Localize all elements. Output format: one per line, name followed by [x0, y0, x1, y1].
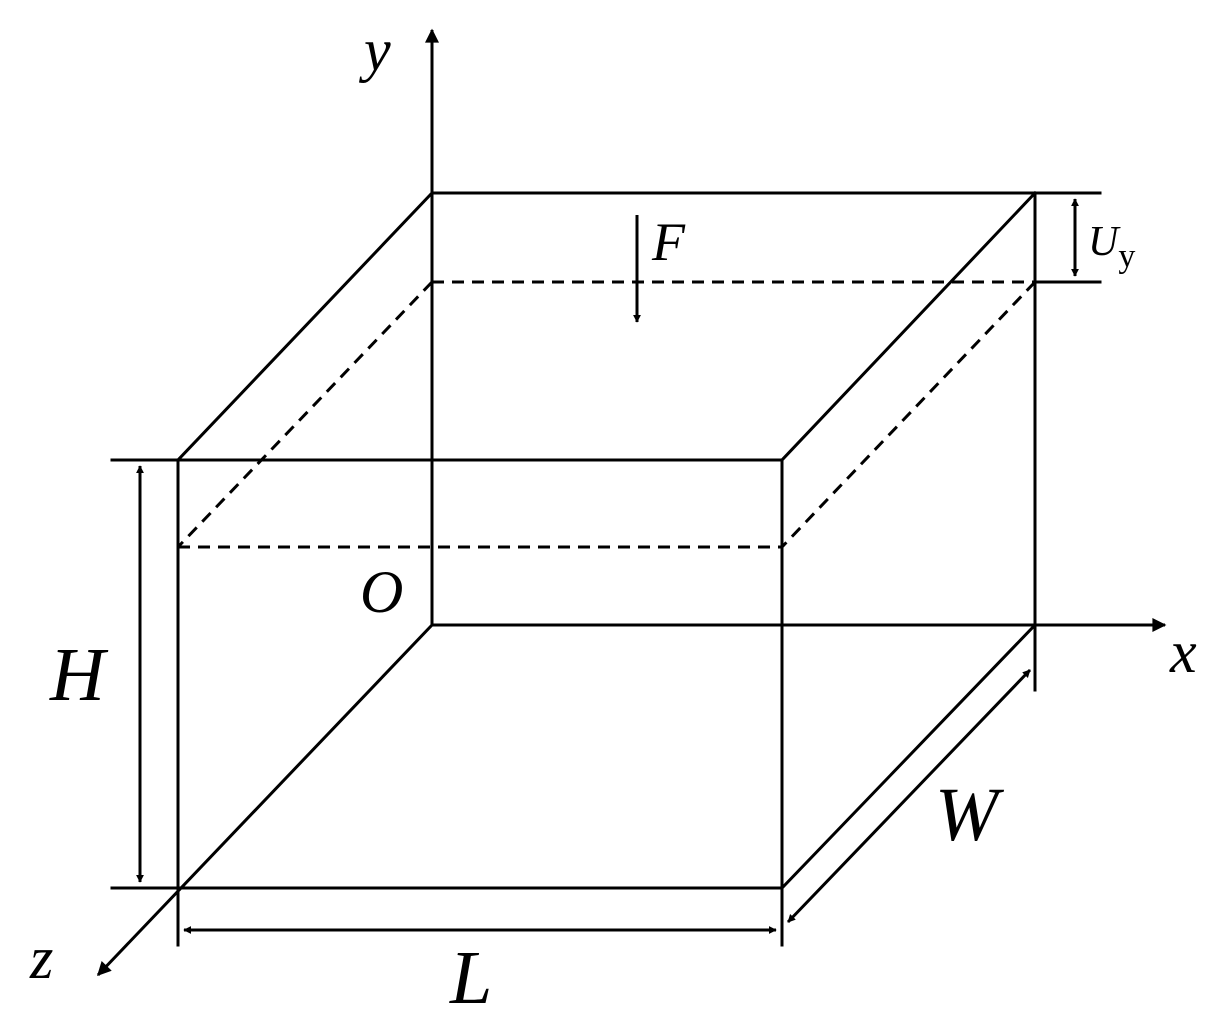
width-label: W: [935, 773, 1005, 857]
deformed-right-edge: [780, 280, 1037, 549]
displacement-symbol: U: [1088, 219, 1121, 265]
deformed-left-edge: [176, 280, 434, 549]
top-left-edge: [175, 190, 435, 463]
z-axis-label: z: [29, 925, 53, 991]
x-axis-label: x: [1169, 619, 1197, 685]
z-axis: [96, 623, 434, 977]
y-axis-label: y: [358, 17, 391, 83]
top-right-edge: [779, 190, 1038, 463]
displacement-label: Uy: [1088, 219, 1135, 275]
origin-label: O: [360, 559, 403, 625]
height-label: H: [49, 633, 109, 717]
force-label: F: [651, 212, 686, 272]
length-label: L: [449, 936, 492, 1020]
width-dimension-arrow: [786, 668, 1032, 924]
displacement-subscript: y: [1118, 238, 1135, 275]
